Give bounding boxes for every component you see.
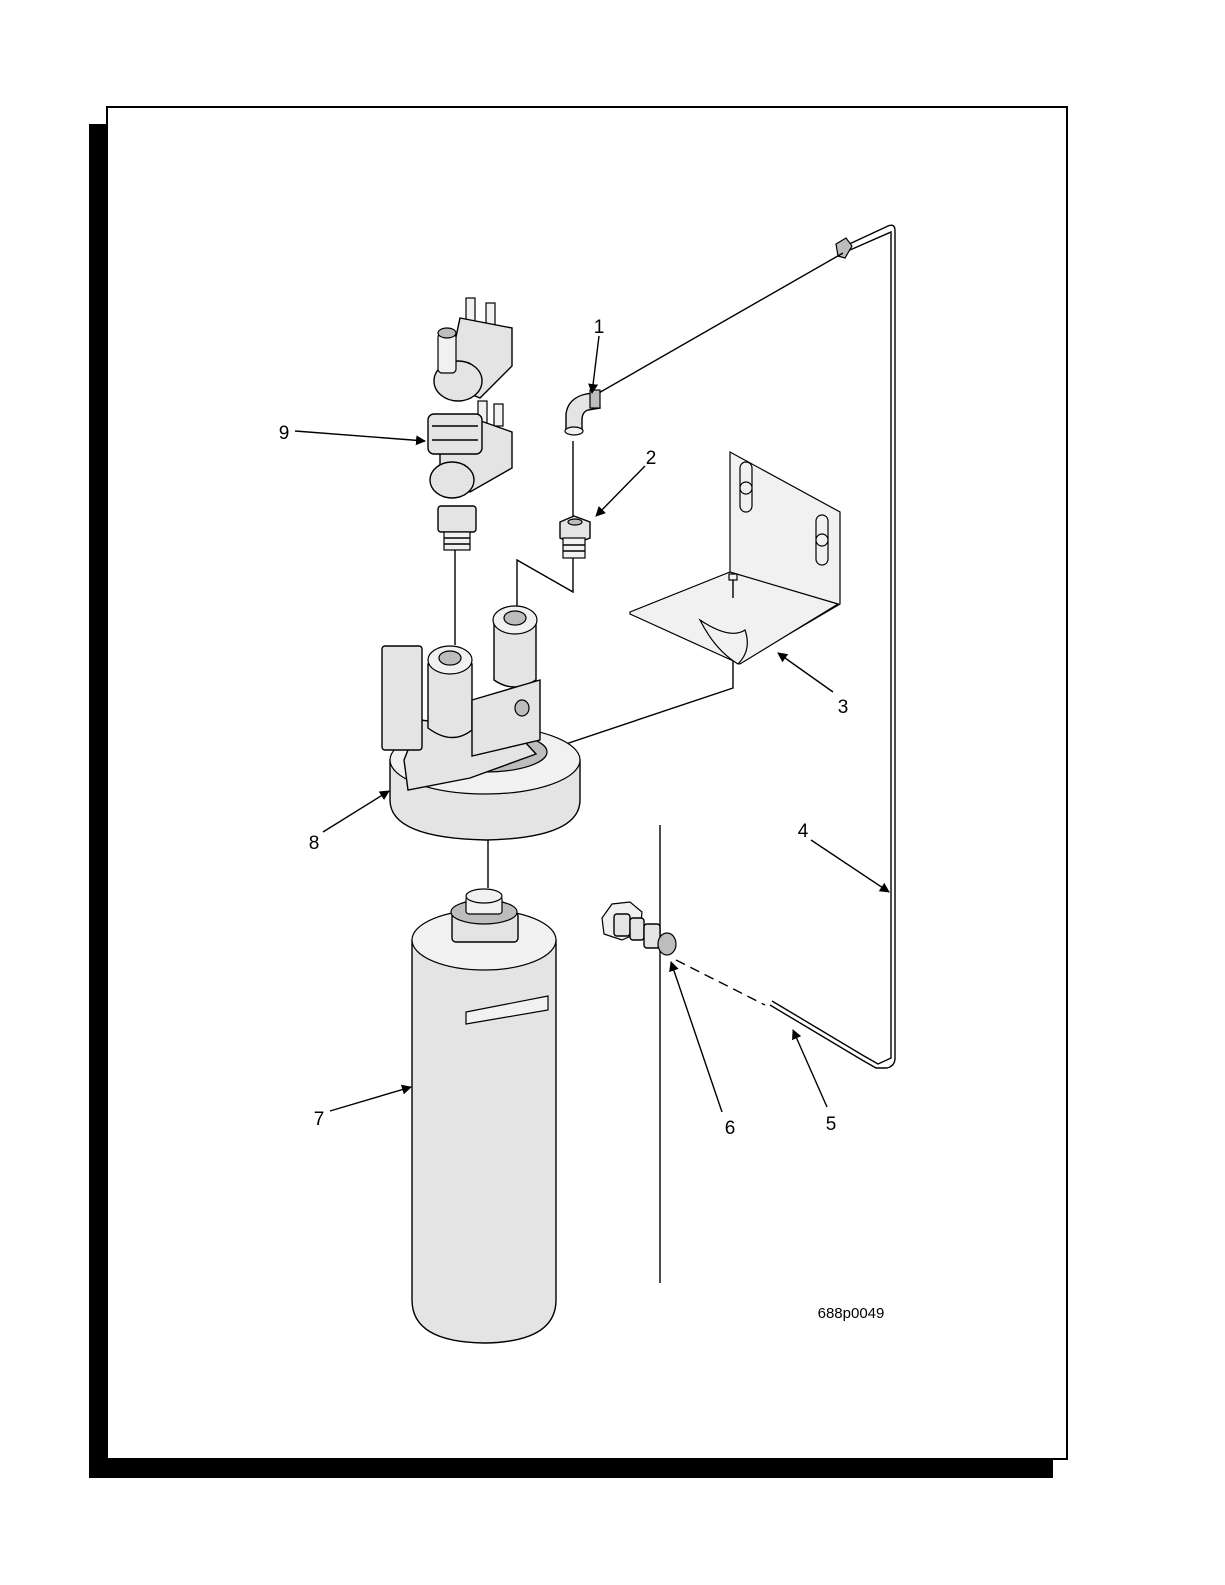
callout-5: 5 <box>826 1114 837 1135</box>
callout-2: 2 <box>646 448 657 469</box>
part-2-adapter-fitting <box>560 516 590 558</box>
callout-4: 4 <box>798 821 809 842</box>
part-7-filter-cartridge <box>412 889 556 1343</box>
callout-1: 1 <box>594 317 605 338</box>
callout-8: 8 <box>309 833 320 854</box>
part-4-water-tube <box>770 225 895 1068</box>
part-6-fitting-set <box>602 902 676 955</box>
part-3-mounting-bracket <box>630 452 840 664</box>
callout-6: 6 <box>725 1118 736 1139</box>
part-1-elbow-fitting <box>565 390 600 435</box>
part-9-solenoid-valves <box>428 298 512 550</box>
part-8-filter-head <box>382 606 580 840</box>
callout-3: 3 <box>838 697 849 718</box>
callout-7: 7 <box>314 1109 325 1130</box>
callout-9: 9 <box>279 423 290 444</box>
figure-id-label: 688p0049 <box>818 1305 885 1322</box>
callout-labels: 1 2 3 4 5 6 7 8 9 <box>279 317 849 1139</box>
